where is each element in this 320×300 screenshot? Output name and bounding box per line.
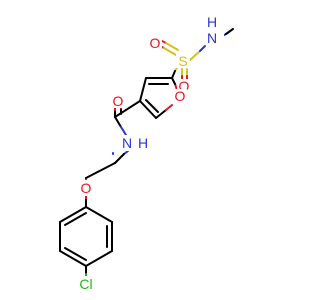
molecule-structure: S O O N H O O N H O Cl bbox=[59, 14, 234, 292]
bond-s-o-left-b bbox=[165, 42, 179, 51]
bond-c4-c3 bbox=[139, 77, 147, 102]
atom-cl: Cl bbox=[79, 276, 92, 292]
bond-o1-c5-b bbox=[171, 77, 176, 85]
bond-ar-1 bbox=[85, 206, 113, 223]
bond-s-c5-b bbox=[171, 70, 176, 79]
atom-o-carbonyl: O bbox=[113, 93, 124, 109]
atom-n-amide: N bbox=[122, 135, 132, 151]
bond-ar-inner-3 bbox=[64, 212, 87, 226]
atom-h-amide: H bbox=[138, 135, 148, 151]
bond-ar-6 bbox=[59, 206, 87, 223]
bond-ar-4 bbox=[59, 250, 87, 267]
atom-o-sulfonyl-bottom: O bbox=[179, 78, 190, 94]
bond-c3-c2-inner bbox=[145, 99, 159, 113]
bond-ch2-ch2 bbox=[85, 162, 116, 179]
bond-s-o-left-d bbox=[163, 47, 177, 56]
bond-c2-o1-a bbox=[155, 109, 167, 119]
atom-o-furan: O bbox=[175, 88, 186, 104]
bonds bbox=[59, 28, 234, 281]
bond-c3-carbonyl bbox=[114, 100, 141, 118]
atom-h-sulfonamide: H bbox=[207, 14, 217, 30]
atom-o-ether: O bbox=[81, 180, 92, 196]
atom-o-sulfonyl-left: O bbox=[150, 35, 161, 51]
bond-ar-inner-2 bbox=[64, 247, 87, 261]
atom-s-sulfonyl: S bbox=[178, 53, 187, 69]
bond-c2-o1-b bbox=[165, 104, 173, 111]
bond-c-n-a bbox=[114, 116, 122, 128]
bond-s-n bbox=[189, 50, 201, 61]
bond-n-methyl-2 bbox=[225, 28, 234, 35]
bond-s-n-2 bbox=[199, 45, 206, 52]
atom-n-sulfonamide: N bbox=[207, 30, 217, 46]
bond-c-n-b bbox=[120, 126, 127, 136]
atom-labels: S O O N H O O N H O Cl bbox=[74, 14, 224, 292]
bond-ar-3 bbox=[85, 250, 113, 267]
bond-c3-c2 bbox=[139, 100, 157, 119]
bond-n-ch2-c bbox=[114, 153, 125, 164]
